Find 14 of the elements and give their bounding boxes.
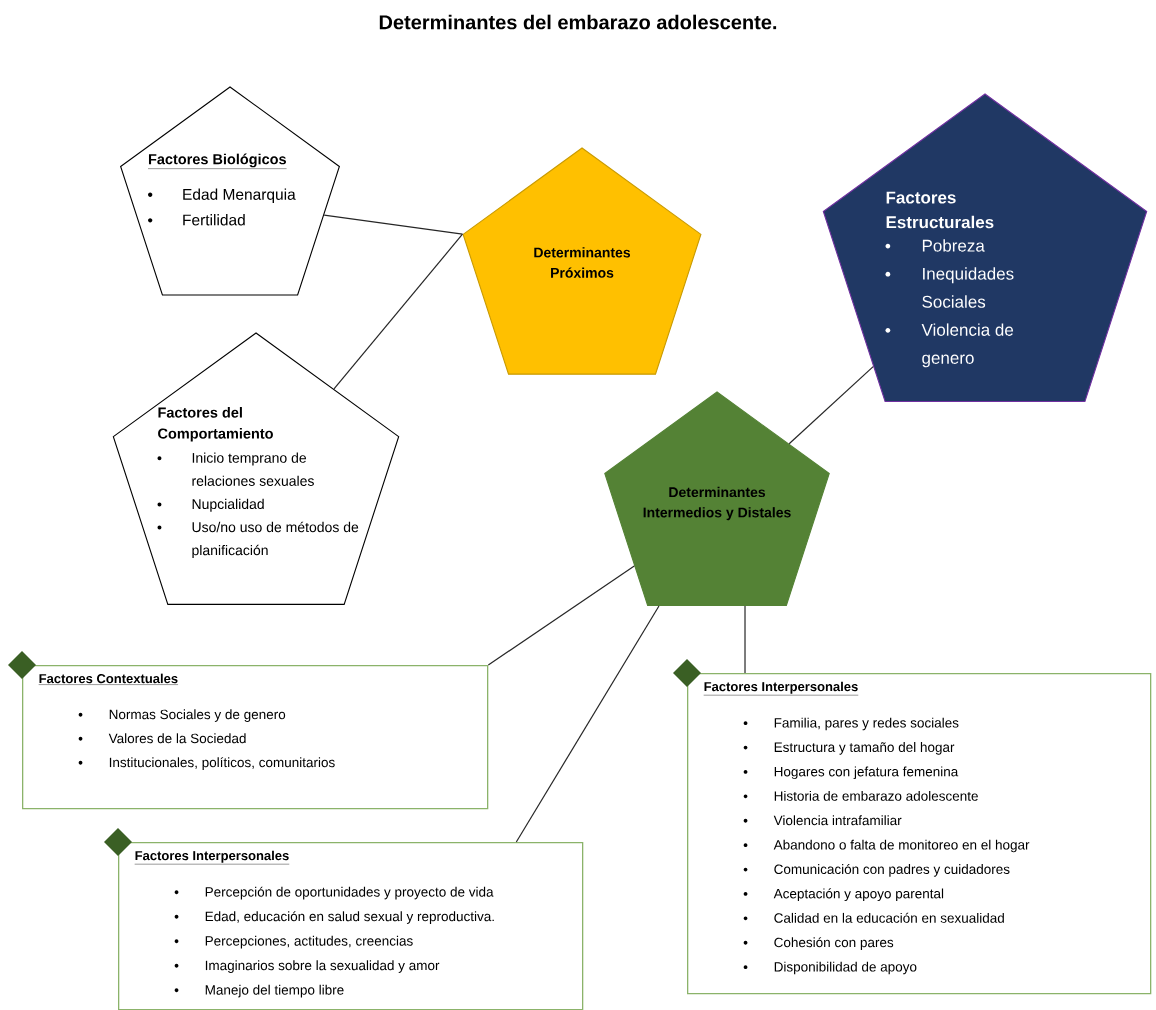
connector-line — [744, 605, 746, 674]
connector-line — [515, 605, 660, 843]
connector-line — [333, 233, 464, 390]
pentagon: Factores Estructurales Pobreza Inequidades Sociales Violencia de genero — [822, 93, 1148, 403]
pentagon: Determinantes Próximos — [462, 147, 702, 375]
pentagon: Factores del Comportamiento Inicio temprano de relaciones sexuales Nupcialidad Uso/no uso de métodos de planificación — [112, 332, 400, 605]
text-box: Factores Contextuales Normas Sociales y de genero Valores de la Sociedad Institucionales, políticos, comunitarios — [22, 665, 489, 810]
pentagon: Determinantes Intermedios y Distales — [604, 391, 830, 606]
text-box: Factores Interpersonales Percepción de oportunidades y proyecto de vida Edad, educación en salud sexual y reproductiva. Percepciones, actitudes, creencias Imaginarios sobre la sexualidad y amor Manejo del tiempo libre — [118, 842, 584, 1010]
title: Determinantes del embarazo adolescente. — [379, 14, 777, 30]
connector-line — [487, 565, 635, 666]
connector-line — [788, 366, 874, 445]
text-box: Factores Interpersonales Familia, pares y redes sociales Estructura y tamaño del hogar Hogares con jefatura femenina Historia de embarazo adolescente Violencia intrafamiliar Abandono o falta de monitoreo en el hogar Comunicación con padres y cuidadores Aceptación y apoyo parental Calidad en la educación en sexualidad Cohesión con pares Disponibilidad de apoyo — [687, 673, 1152, 995]
connector-line — [323, 214, 464, 235]
